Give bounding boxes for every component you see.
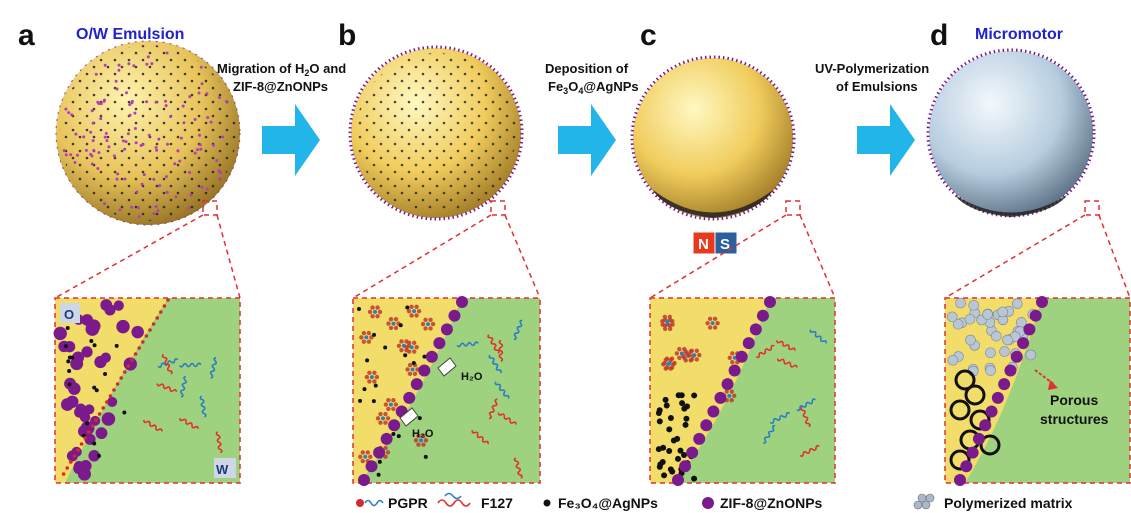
h2o-label-2: H₂O — [412, 428, 434, 440]
emulsion-droplet-b — [348, 45, 524, 221]
legend-label-polymerized-matrix: Polymerized matrix — [944, 495, 1073, 511]
pgpr-icon — [356, 499, 384, 507]
panel-letter-c: c — [640, 19, 657, 52]
water-phase-tag — [214, 458, 236, 478]
legend-label-zif8: ZIF-8@ZnONPs — [720, 495, 823, 511]
legend-label-fe3o4: Fe₃O₄@AgNPs — [558, 495, 658, 511]
panel-letter-b: b — [338, 19, 356, 52]
zoom-box-d: Porous structures — [944, 296, 1131, 486]
emulsion-droplet-c — [630, 55, 796, 221]
svg-text:UV-Polymerization: UV-Polymerization — [815, 61, 929, 76]
legend-label-f127: F127 — [481, 495, 513, 511]
oil-phase-tag — [60, 303, 80, 323]
step-label-3: UV-Polymerization of Emulsions — [815, 61, 929, 94]
legend: PGPR F127 Fe₃O₄@AgNPs ZIF-8@ZnONPs Polym… — [356, 492, 1073, 511]
svg-text:of Emulsions: of Emulsions — [836, 79, 918, 94]
svg-text:Migration of H2O and: Migration of H2O and — [217, 61, 346, 78]
oil-phase-label: O — [64, 307, 74, 322]
polymerized-matrix-icon — [913, 493, 935, 510]
porous-arrowhead-icon — [1048, 380, 1058, 390]
f127-icon — [437, 492, 471, 507]
magnet-s-label: S — [720, 236, 730, 253]
zoom-box-a: O W — [53, 297, 241, 484]
porous-label-1: Porous — [1050, 392, 1098, 408]
h2o-arrow-2-icon — [399, 407, 419, 427]
h2o-label-1: H₂O — [461, 371, 483, 383]
magnet-icon: N S — [692, 231, 738, 255]
zoom-box-b: H₂O H₂O — [352, 296, 541, 486]
fe3o4-agnp-icon — [543, 499, 551, 507]
magnet-n-label: N — [698, 236, 709, 253]
svg-text:ZIF-8@ZnONPs: ZIF-8@ZnONPs — [233, 79, 328, 94]
process-arrow-3 — [857, 104, 915, 176]
water-phase-label: W — [216, 462, 229, 477]
svg-text:Fe3O4@AgNPs: Fe3O4@AgNPs — [548, 79, 639, 96]
panel-letter-a: a — [18, 19, 35, 52]
emulsion-droplet-a — [55, 40, 241, 226]
step-label-1: Migration of H2O and ZIF-8@ZnONPs — [217, 61, 346, 94]
panel-letter-d: d — [930, 19, 948, 52]
porous-label-2: structures — [1040, 411, 1109, 427]
process-arrow-2 — [558, 104, 616, 176]
legend-label-pgpr: PGPR — [388, 495, 428, 511]
h2o-arrow-1-icon — [437, 357, 457, 377]
svg-text:Deposition of: Deposition of — [545, 61, 629, 76]
step-label-2: Deposition of Fe3O4@AgNPs — [545, 61, 639, 96]
panel-title-d: Micromotor — [975, 26, 1063, 43]
zoom-box-c — [649, 296, 836, 486]
zoom-guides — [54, 200, 1131, 299]
panel-title-a: O/W Emulsion — [76, 26, 184, 43]
process-arrow-1 — [262, 104, 320, 176]
zif8-znonp-icon — [702, 497, 714, 509]
micromotor-sphere-d — [926, 48, 1096, 218]
